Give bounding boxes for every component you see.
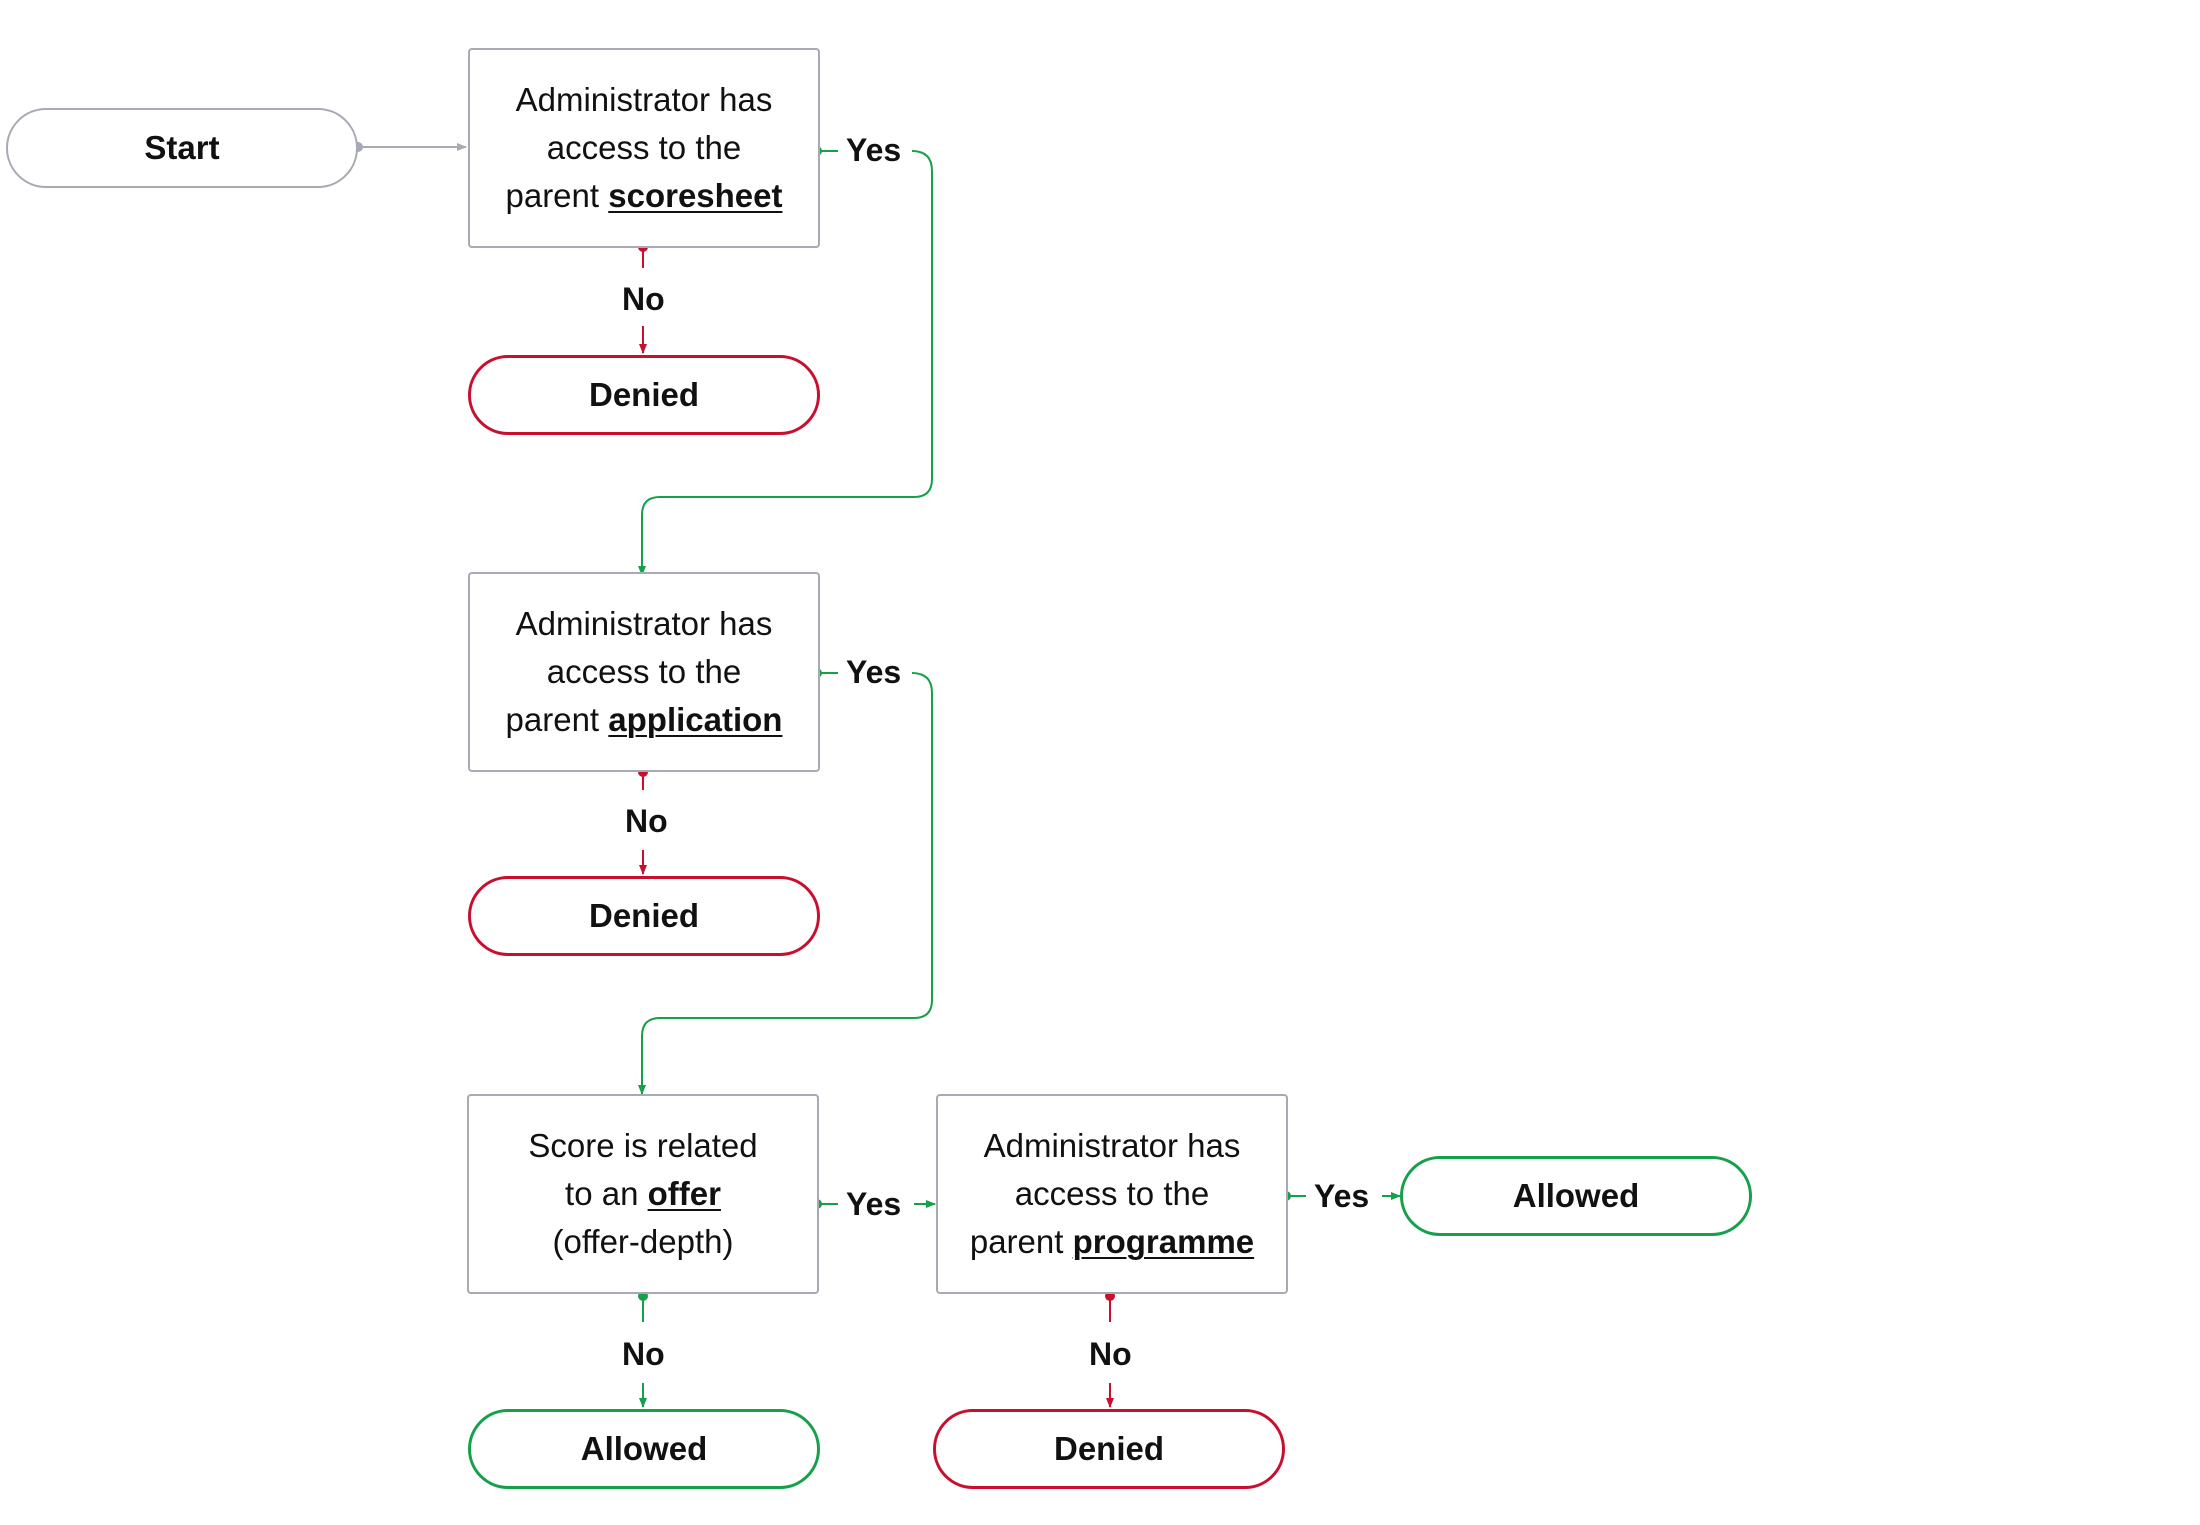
- decision-line: to an offer: [565, 1170, 721, 1218]
- outcome-allowed: Allowed: [468, 1409, 820, 1489]
- decision-offer-related: Score is related to an offer (offer-dept…: [467, 1094, 819, 1294]
- decision-text: parent: [969, 1223, 1073, 1260]
- decision-line: access to the: [1014, 1175, 1210, 1212]
- outcome-label: Denied: [1053, 1430, 1165, 1467]
- decision-scoresheet-access: Administrator has access to the parent s…: [468, 48, 820, 248]
- decision-line: access to the: [546, 129, 742, 166]
- outcome-allowed: Allowed: [1400, 1156, 1752, 1236]
- edge-label-no: No: [621, 801, 672, 841]
- edge-label-no: No: [1085, 1334, 1136, 1374]
- decision-emphasis: offer: [647, 1175, 721, 1212]
- outcome-label: Allowed: [1512, 1177, 1640, 1214]
- decision-text: to an: [565, 1175, 648, 1212]
- connector-start-to-scoresheet: [353, 142, 467, 152]
- outcome-denied: Denied: [468, 876, 820, 956]
- decision-line: Administrator has: [983, 1127, 1241, 1164]
- edge-label-no: No: [618, 279, 669, 319]
- decision-line: access to the: [546, 653, 742, 690]
- outcome-label: Allowed: [580, 1430, 708, 1467]
- start-label: Start: [144, 129, 220, 166]
- decision-text: parent: [505, 701, 609, 738]
- decision-line: (offer-depth): [552, 1223, 734, 1260]
- edge-label-yes: Yes: [842, 652, 906, 692]
- decision-emphasis: scoresheet: [608, 177, 783, 214]
- decision-programme-access: Administrator has access to the parent p…: [936, 1094, 1288, 1294]
- start-node: Start: [6, 108, 358, 188]
- decision-emphasis: application: [608, 701, 783, 738]
- decision-application-access: Administrator has access to the parent a…: [468, 572, 820, 772]
- decision-line: parent application: [506, 696, 783, 744]
- outcome-label: Denied: [588, 376, 700, 413]
- edge-label-no: No: [618, 1334, 669, 1374]
- decision-emphasis: programme: [1072, 1223, 1255, 1260]
- outcome-denied: Denied: [933, 1409, 1285, 1489]
- outcome-label: Denied: [588, 897, 700, 934]
- edge-label-yes: Yes: [842, 1184, 906, 1224]
- decision-line: parent programme: [970, 1218, 1254, 1266]
- outcome-denied: Denied: [468, 355, 820, 435]
- decision-line: parent scoresheet: [505, 172, 782, 220]
- edge-label-yes: Yes: [1310, 1176, 1374, 1216]
- edge-label-yes: Yes: [842, 130, 906, 170]
- decision-line: Score is related: [528, 1127, 758, 1164]
- decision-text: parent: [505, 177, 609, 214]
- decision-line: Administrator has: [515, 81, 773, 118]
- decision-line: Administrator has: [515, 605, 773, 642]
